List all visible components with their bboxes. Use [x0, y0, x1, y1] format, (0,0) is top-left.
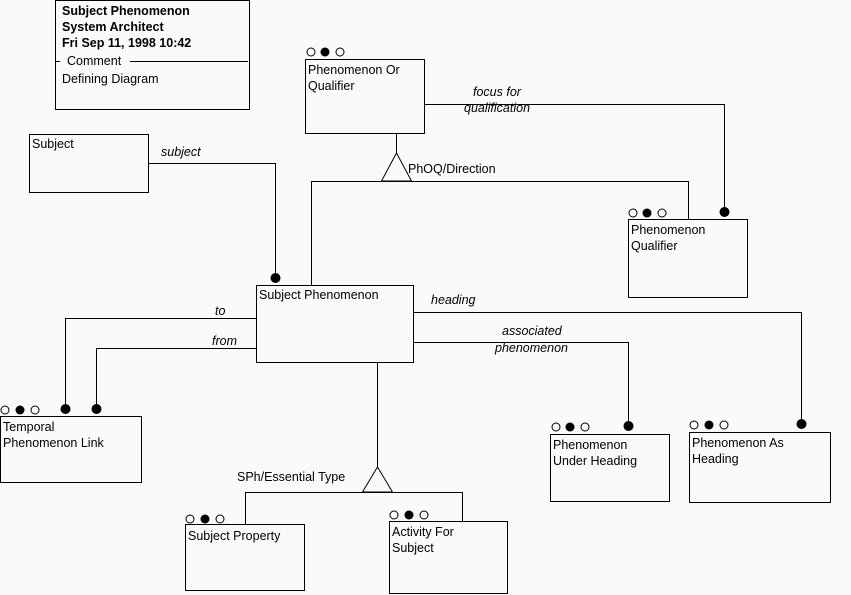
entity-label: Subject Property: [188, 529, 281, 543]
entity-label: Phenomenon Link: [3, 436, 105, 450]
diagram-header: Subject Phenomenon System Architect Fri …: [55, 0, 250, 110]
many-endpoint-icon: [270, 273, 281, 283]
relationship-labels: focus for qualification PhOQ/Direction s…: [161, 85, 568, 484]
many-endpoint-icon: [719, 207, 730, 217]
entity-phenomenon-as-heading[interactable]: Phenomenon As Heading: [689, 420, 831, 503]
focus-label-1: focus for: [473, 85, 522, 99]
associated-label-1: associated: [502, 324, 563, 338]
entity-label: Heading: [692, 452, 739, 466]
entity-phenomenon-or-qualifier[interactable]: Phenomenon Or Qualifier: [305, 47, 425, 134]
sph-essential-type-label: SPh/Essential Type: [237, 470, 345, 484]
entity-label: Phenomenon: [553, 438, 627, 452]
focus-label-2: qualification: [464, 101, 530, 115]
entity-label: Activity For: [392, 525, 454, 539]
associated-label-2: phenomenon: [494, 341, 568, 355]
from-label: from: [212, 334, 237, 348]
many-endpoint-icon: [91, 404, 102, 414]
entity-subject[interactable]: Subject: [29, 134, 149, 193]
entity-label: Temporal: [3, 420, 54, 434]
entity-label: Qualifier: [308, 79, 355, 93]
connectors: [60, 104, 807, 524]
entity-label: Qualifier: [631, 239, 678, 253]
entity-label: Subject: [32, 137, 74, 151]
many-endpoint-icon: [60, 404, 71, 414]
entity-label: Under Heading: [553, 454, 637, 468]
entity-label: Subject Phenomenon: [259, 288, 379, 302]
entity-subject-phenomenon[interactable]: Subject Phenomenon: [256, 285, 414, 363]
entity-phenomenon-under-heading[interactable]: Phenomenon Under Heading: [550, 422, 670, 502]
comment-text: Defining Diagram: [62, 72, 159, 86]
to-label: to: [215, 304, 225, 318]
entity-phenomenon-qualifier[interactable]: Phenomenon Qualifier: [628, 208, 748, 298]
entity-label: Phenomenon As: [692, 436, 784, 450]
comment-label: Comment: [67, 54, 122, 68]
many-endpoint-icon: [623, 421, 634, 431]
subject-label: subject: [161, 145, 201, 159]
entity-label: Phenomenon: [631, 223, 705, 237]
diagram-author: System Architect: [62, 20, 164, 34]
entity-subject-property[interactable]: Subject Property: [185, 514, 305, 591]
heading-label: heading: [431, 293, 476, 307]
phoq-direction-label: PhOQ/Direction: [408, 162, 496, 176]
many-endpoint-icon: [796, 419, 807, 429]
entity-label: Phenomenon Or: [308, 63, 400, 77]
entity-temporal-phenomenon-link[interactable]: Temporal Phenomenon Link: [0, 405, 142, 483]
entity-activity-for-subject[interactable]: Activity For Subject: [389, 510, 508, 594]
entity-label: Subject: [392, 541, 434, 555]
diagram-title: Subject Phenomenon: [62, 4, 190, 18]
diagram-date: Fri Sep 11, 1998 10:42: [62, 36, 191, 50]
